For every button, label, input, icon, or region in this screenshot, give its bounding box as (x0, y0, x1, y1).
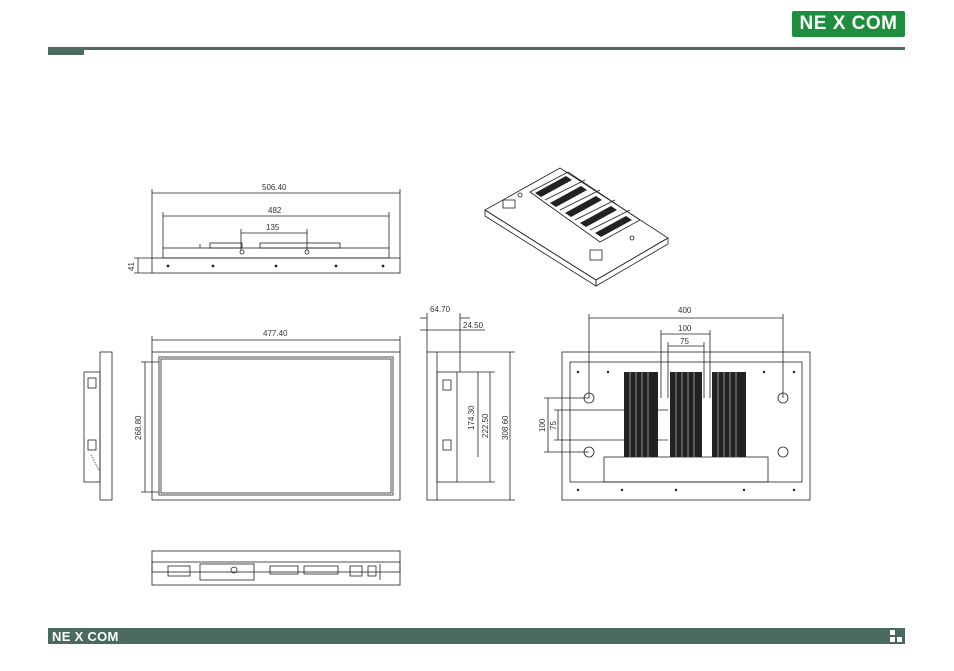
dim-front-height: 268.80 (134, 415, 143, 440)
dim-side-depth-partial: 24.50 (463, 321, 484, 330)
dim-front-width: 477.40 (263, 329, 288, 338)
dim-rear-vesa-inner: 75 (680, 337, 689, 346)
rear-heatsink-fins (629, 372, 737, 457)
dim-top-overall-width: 506.40 (262, 183, 287, 192)
isometric-view (484, 167, 669, 287)
bottom-view (151, 550, 401, 586)
top-view (134, 189, 401, 274)
front-view (141, 336, 401, 501)
left-side-view (83, 351, 113, 501)
footer-corner-icon (890, 630, 902, 642)
dim-rear-vert-75: 75 (549, 421, 558, 430)
dim-side-height-c: 308.60 (501, 415, 510, 440)
right-side-view (420, 313, 515, 501)
footer-logo: NE X COM (52, 629, 119, 644)
dim-side-height-b: 222.50 (481, 413, 490, 438)
iso-heatsink-fins (535, 176, 632, 237)
dim-top-port-span: 135 (266, 223, 280, 232)
header-rule (48, 47, 905, 50)
dim-rear-vesa-outer: 400 (678, 306, 692, 315)
nexcom-logo: NE X COM (792, 11, 905, 37)
header-rule-tab (48, 47, 84, 55)
rear-screws (576, 370, 796, 492)
dim-rear-vert-100: 100 (538, 418, 547, 432)
dim-rear-vesa-mid: 100 (678, 324, 692, 333)
dim-side-height-a: 174.30 (467, 405, 476, 430)
dim-top-depth: 41 (127, 262, 136, 271)
footer-bar (48, 628, 905, 644)
dim-top-inner-width: 482 (268, 206, 282, 215)
rear-heatsink (624, 372, 746, 457)
dim-side-depth-total: 64.70 (430, 305, 451, 314)
